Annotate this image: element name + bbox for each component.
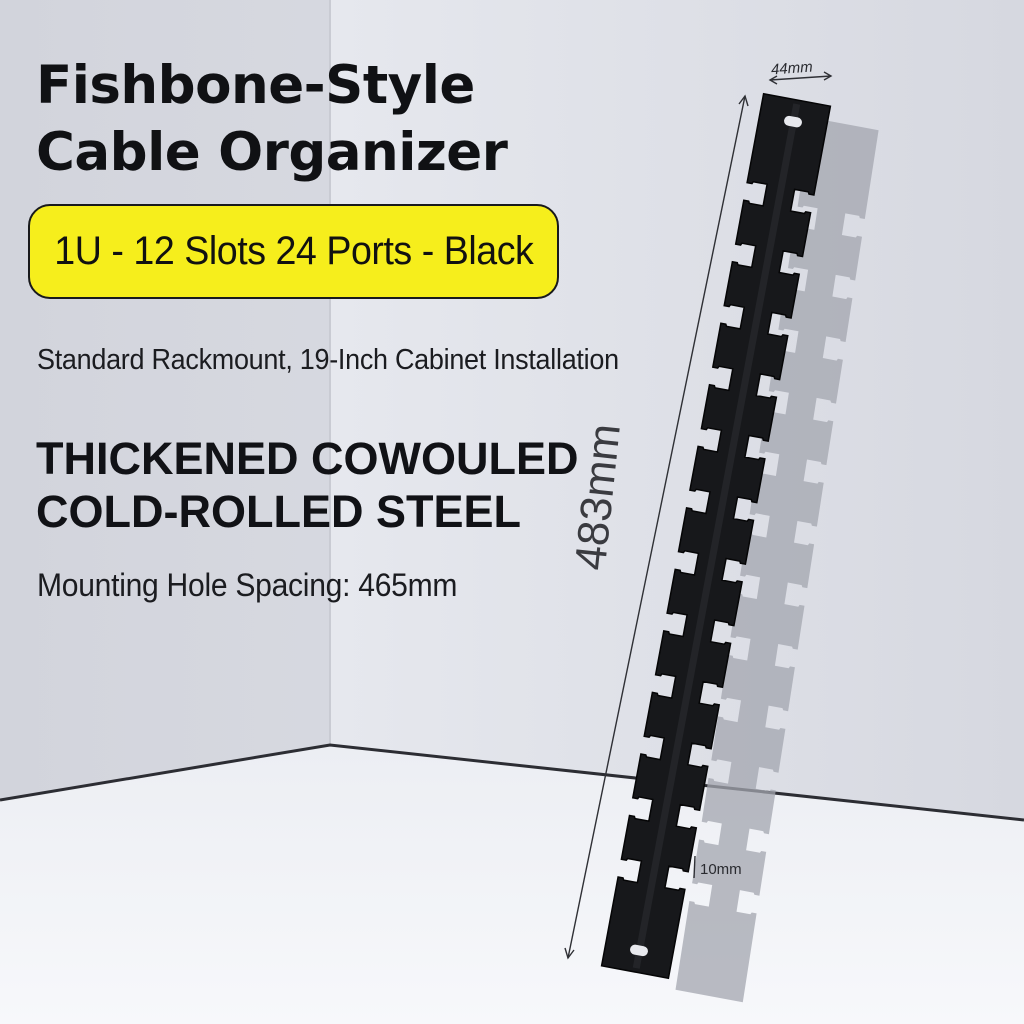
bar-sheen [632,103,801,969]
spec-badge-label: 1U - 12 Slots 24 Ports - Black [53,229,534,273]
material-line-1: THICKENED COWOULED [36,433,579,484]
bar-shadow [675,117,879,1003]
installation-note: Standard Rackmount, 19-Inch Cabinet Inst… [37,344,619,376]
dimension-lines [564,71,833,960]
product-title: Fishbone-Style Cable Organizer [36,52,508,186]
mounting-hole-bottom [630,944,648,957]
mounting-hole-top [784,115,802,128]
bar-body [600,92,832,980]
material-line-2: COLD-ROLLED STEEL [36,486,521,537]
width-label: 44mm [770,58,814,79]
hole-spacing-note: Mounting Hole Spacing: 465mm [37,567,458,603]
fishbone-bar [600,92,832,980]
material-heading: THICKENED COWOULED COLD-ROLLED STEEL [36,432,578,538]
title-line-1: Fishbone-Style [36,55,475,116]
title-line-2: Cable Organizer [36,122,508,183]
bar-shadow-shape [675,117,879,1003]
slot-gap-label: 10mm [700,861,742,878]
spec-badge: 1U - 12 Slots 24 Ports - Black [28,204,559,299]
